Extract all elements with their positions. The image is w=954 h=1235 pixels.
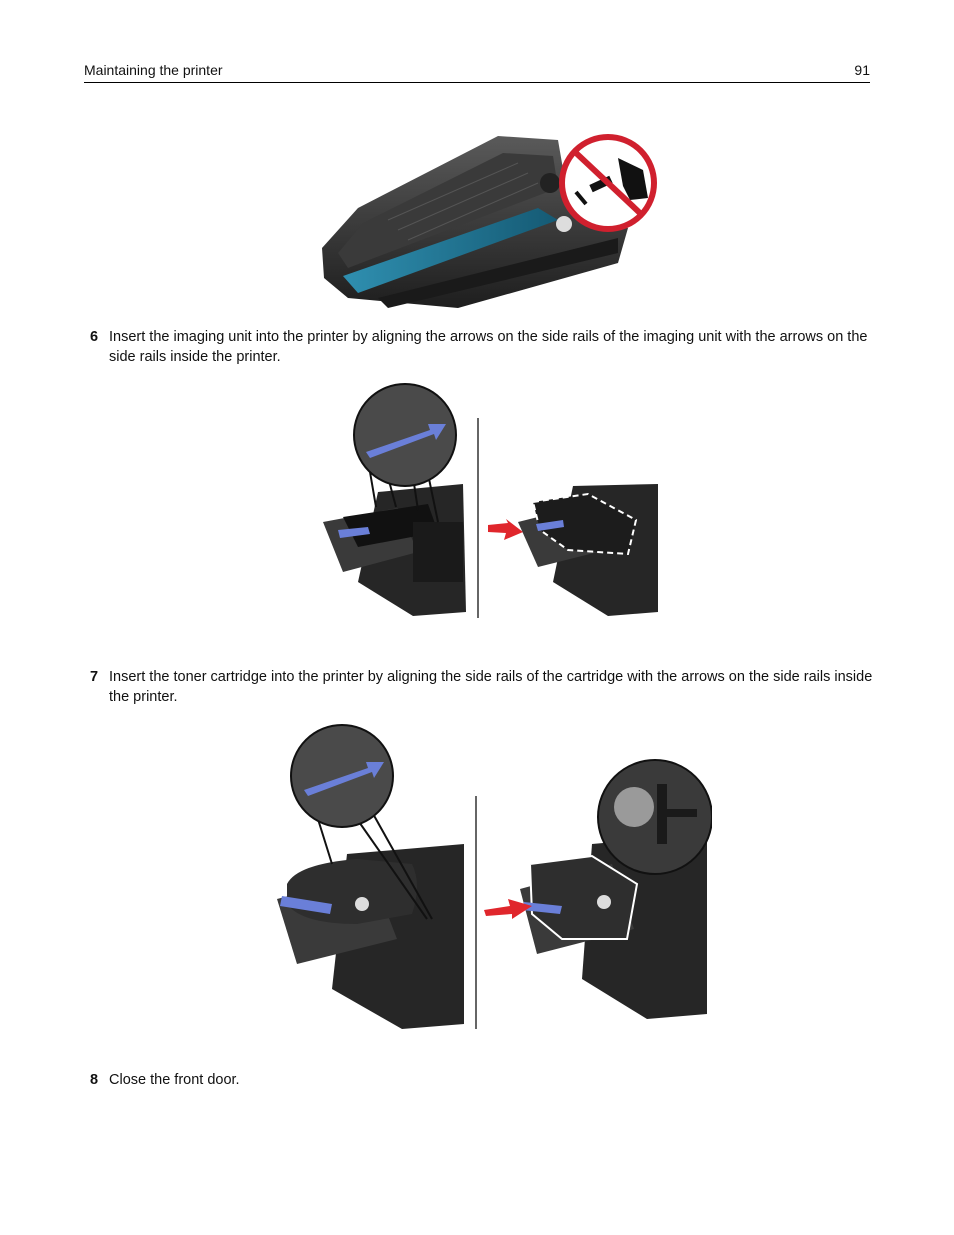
detail-callout [597, 759, 712, 875]
step-6: 6 Insert the imaging unit into the print… [84, 327, 874, 367]
printer-left-illustration [323, 471, 466, 616]
arrow-callout-icon [290, 724, 394, 828]
step-8: 8 Close the front door. [84, 1070, 874, 1090]
imaging-unit-illustration [322, 136, 628, 308]
imaging-unit-do-not-touch-figure [318, 128, 660, 314]
step-number: 6 [90, 329, 99, 345]
step-7: 7 Insert the toner cartridge into the pr… [84, 667, 874, 707]
page-number: 91 [854, 62, 870, 78]
step-text: Insert the imaging unit into the printer… [109, 329, 868, 365]
insert-imaging-unit-figure [318, 382, 660, 654]
arrow-callout-icon [353, 383, 457, 487]
section-title: Maintaining the printer [84, 62, 223, 78]
step-text: Close the front door. [109, 1072, 240, 1088]
page-header: Maintaining the printer 91 [84, 60, 870, 83]
printer-left-illustration [277, 811, 464, 1029]
step-text: Insert the toner cartridge into the prin… [109, 669, 873, 705]
printer-right-illustration [488, 484, 658, 616]
printer-right-illustration [484, 834, 707, 1019]
insert-toner-cartridge-figure [262, 724, 712, 1054]
no-touch-icon [559, 134, 657, 232]
step-number: 8 [90, 1072, 99, 1088]
step-number: 7 [90, 669, 99, 685]
